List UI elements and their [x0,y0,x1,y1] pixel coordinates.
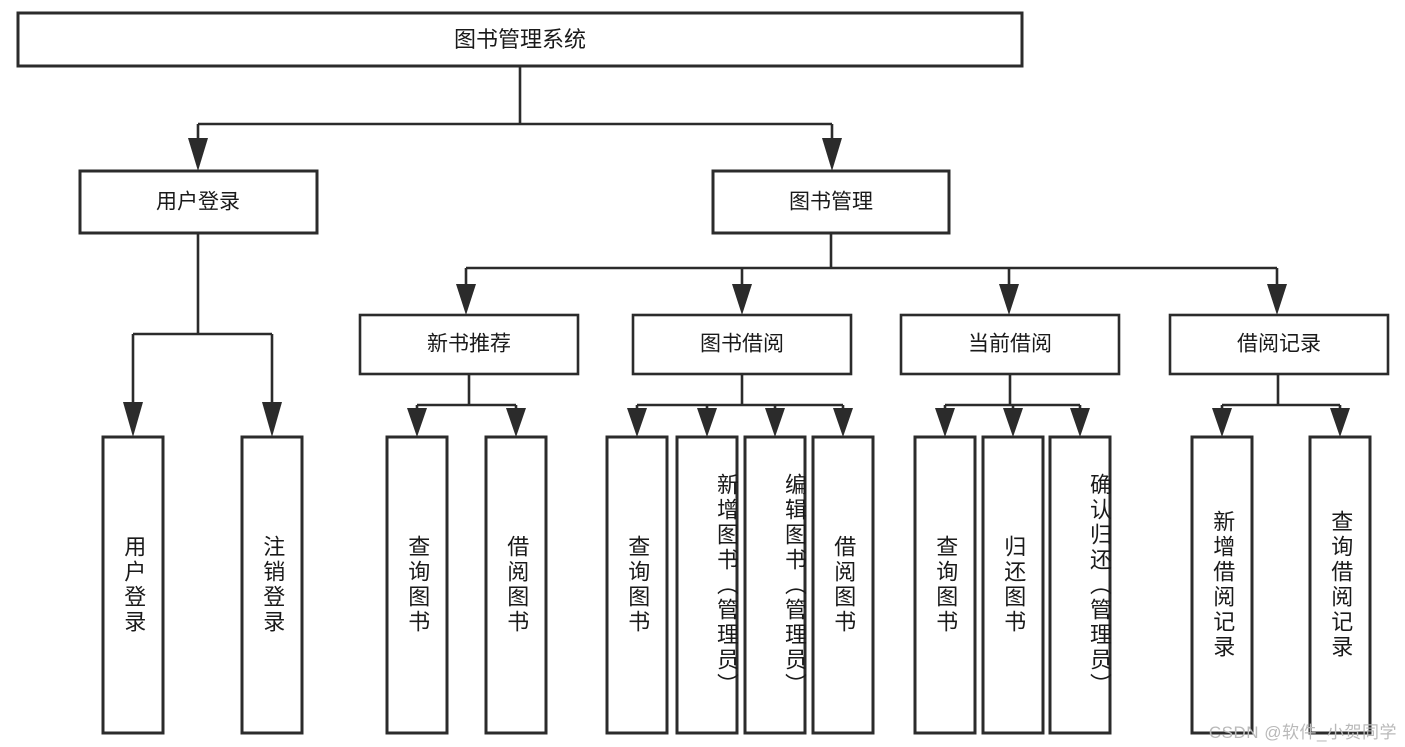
leaf-borrow-book-2-box[interactable] [811,435,875,735]
arrow-head-leaf-add-record [1212,408,1232,437]
node-new-book-recommend-box[interactable] [358,313,580,376]
node-borrow-record[interactable]: 借阅记录 [1168,313,1390,376]
leaf-edit-book-box[interactable] [743,435,807,735]
leaf-user-login-box[interactable] [101,435,165,735]
node-user-login-box[interactable] [78,169,319,235]
node-current-borrow-label: 当前借阅 [968,333,1052,356]
arrow-head-book-borrow [732,284,752,315]
node-book-borrow[interactable]: 图书借阅 [631,313,853,376]
arrow-head-leaf-query-book-1 [407,408,427,437]
arrow-head-leaf-return-book [1003,408,1023,437]
arrow-head-current-borrow [999,284,1019,315]
arrow-head-leaf-query-book-2 [627,408,647,437]
leaf-box-group [101,435,1372,735]
leaf-logout-box[interactable] [240,435,304,735]
arrow-head-leaf-query-record [1330,408,1350,437]
node-current-borrow[interactable]: 当前借阅 [899,313,1121,376]
arrow-head-leaf-edit-book [765,408,785,437]
node-root-box[interactable] [16,11,1024,68]
arrow-head-leaf-user-login [123,402,143,437]
node-user-login[interactable]: 用户登录 [78,169,319,235]
arrow-head-leaf-query-book-3 [935,408,955,437]
arrow-head-book-management [822,138,842,171]
connector-group [123,66,1350,437]
node-borrow-record-box[interactable] [1168,313,1390,376]
node-book-borrow-box[interactable] [631,313,853,376]
node-root-label: 图书管理系统 [454,27,586,52]
leaf-query-record-box[interactable] [1308,435,1372,735]
leaf-return-book-box[interactable] [981,435,1045,735]
node-root[interactable]: 图书管理系统 [16,11,1024,68]
leaf-add-book-box[interactable] [675,435,739,735]
arrow-head-leaf-logout [262,402,282,437]
node-user-login-label: 用户登录 [156,191,240,214]
leaf-add-record-box[interactable] [1190,435,1254,735]
node-current-borrow-box[interactable] [899,313,1121,376]
arrow-head-leaf-confirm-return [1070,408,1090,437]
node-borrow-record-label: 借阅记录 [1237,333,1321,356]
arrow-head-borrow-record [1267,284,1287,315]
arrow-head-leaf-borrow-book-1 [506,408,526,437]
arrow-head-user-login [188,138,208,171]
leaf-confirm-return-box[interactable] [1048,435,1112,735]
node-book-borrow-label: 图书借阅 [700,333,784,356]
arrow-head-leaf-add-book [697,408,717,437]
leaf-query-book-3-box[interactable] [913,435,977,735]
leaf-borrow-book-1-box[interactable] [484,435,548,735]
arrow-head-new-book-recommend [456,284,476,315]
node-new-book-recommend-label: 新书推荐 [427,333,511,356]
node-new-book-recommend[interactable]: 新书推荐 [358,313,580,376]
leaf-query-book-2-box[interactable] [605,435,669,735]
node-book-management-box[interactable] [711,169,951,235]
csdn-watermark: CSDN @软件_小贺同学 [1208,723,1397,742]
arrow-head-leaf-borrow-book-2 [833,408,853,437]
node-book-management[interactable]: 图书管理 [711,169,951,235]
leaf-query-book-1-box[interactable] [385,435,449,735]
node-book-management-label: 图书管理 [789,191,873,214]
